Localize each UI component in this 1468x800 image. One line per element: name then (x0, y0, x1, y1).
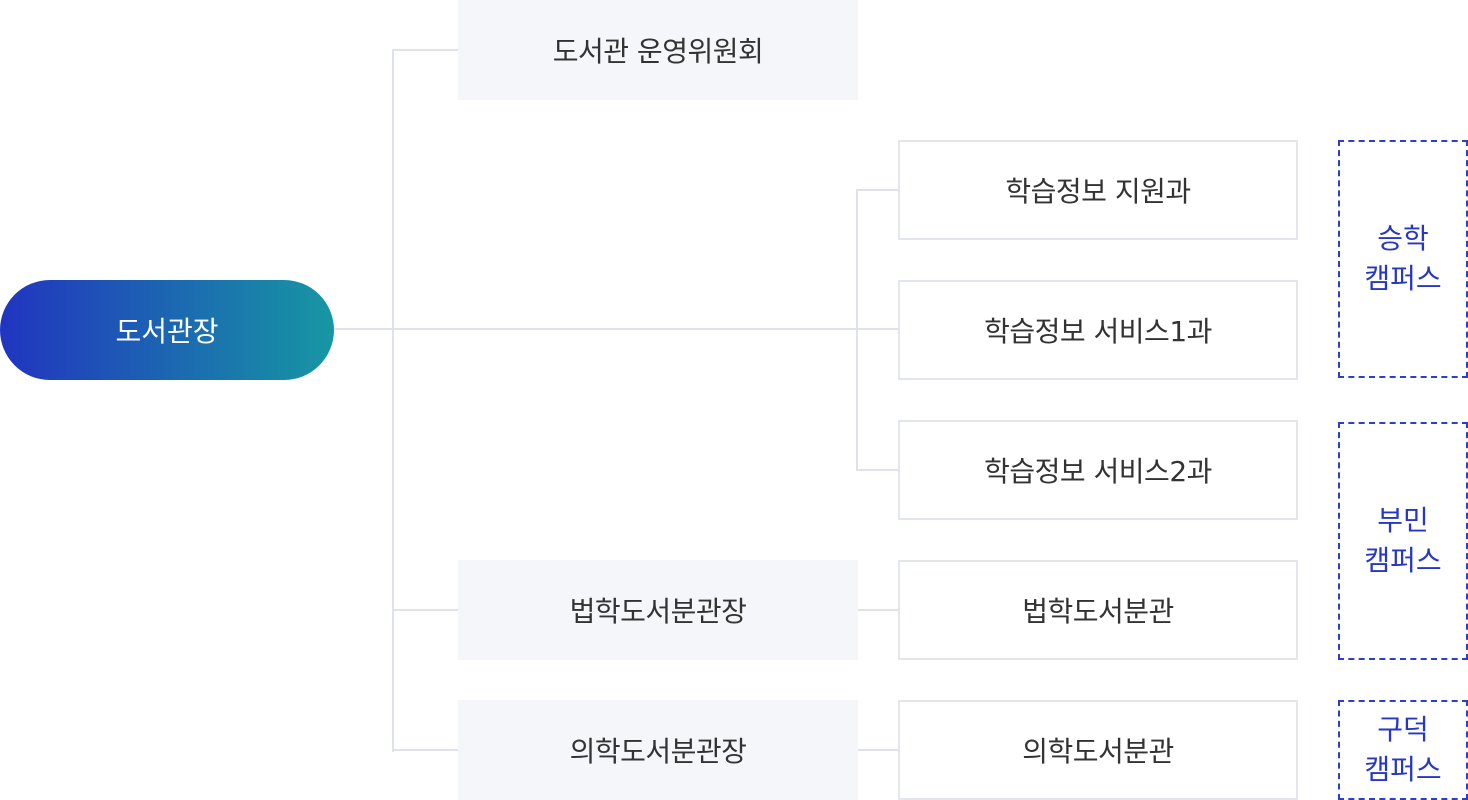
connector-to-support (856, 189, 900, 191)
support-dept-node: 학습정보 지원과 (898, 140, 1298, 240)
campus-bumin-suffix: 캠퍼스 (1364, 544, 1442, 577)
service2-dept-node: 학습정보 서비스2과 (898, 420, 1298, 520)
connector-to-medical-head (392, 749, 458, 751)
campus-seunghak-suffix: 캠퍼스 (1364, 262, 1442, 295)
campus-seunghak: 승학 캠퍼스 (1338, 140, 1468, 378)
committee-label: 도서관 운영위원회 (552, 35, 764, 68)
connector-dept-vertical (856, 189, 858, 471)
connector-root-horizontal (334, 328, 900, 330)
campus-bumin-name: 부민 (1377, 504, 1429, 537)
service1-dept-node: 학습정보 서비스1과 (898, 280, 1298, 380)
law-library-label: 법학도서분관 (1022, 595, 1174, 628)
committee-node: 도서관 운영위원회 (458, 0, 858, 100)
connector-law-branch (858, 609, 900, 611)
law-library-node: 법학도서분관 (898, 560, 1298, 660)
connector-to-service2 (856, 469, 900, 471)
service2-dept-label: 학습정보 서비스2과 (984, 455, 1212, 488)
campus-gudeok: 구덕 캠퍼스 (1338, 700, 1468, 800)
service1-dept-label: 학습정보 서비스1과 (984, 315, 1212, 348)
campus-gudeok-name: 구덕 (1377, 713, 1429, 746)
medical-head-label: 의학도서분관장 (569, 735, 747, 768)
law-head-node: 법학도서분관장 (458, 560, 858, 660)
connector-main-vertical (392, 49, 394, 752)
campus-bumin: 부민 캠퍼스 (1338, 422, 1468, 660)
campus-gudeok-suffix: 캠퍼스 (1364, 753, 1442, 786)
medical-library-node: 의학도서분관 (898, 700, 1298, 800)
medical-library-label: 의학도서분관 (1022, 735, 1174, 768)
support-dept-label: 학습정보 지원과 (1005, 175, 1191, 208)
connector-to-committee (392, 49, 458, 51)
law-head-label: 법학도서분관장 (569, 595, 747, 628)
director-label: 도서관장 (115, 315, 219, 348)
medical-head-node: 의학도서분관장 (458, 700, 858, 800)
connector-medical-branch (858, 749, 900, 751)
connector-to-law-head (392, 609, 458, 611)
director-node: 도서관장 (0, 280, 334, 380)
campus-seunghak-name: 승학 (1377, 222, 1429, 255)
